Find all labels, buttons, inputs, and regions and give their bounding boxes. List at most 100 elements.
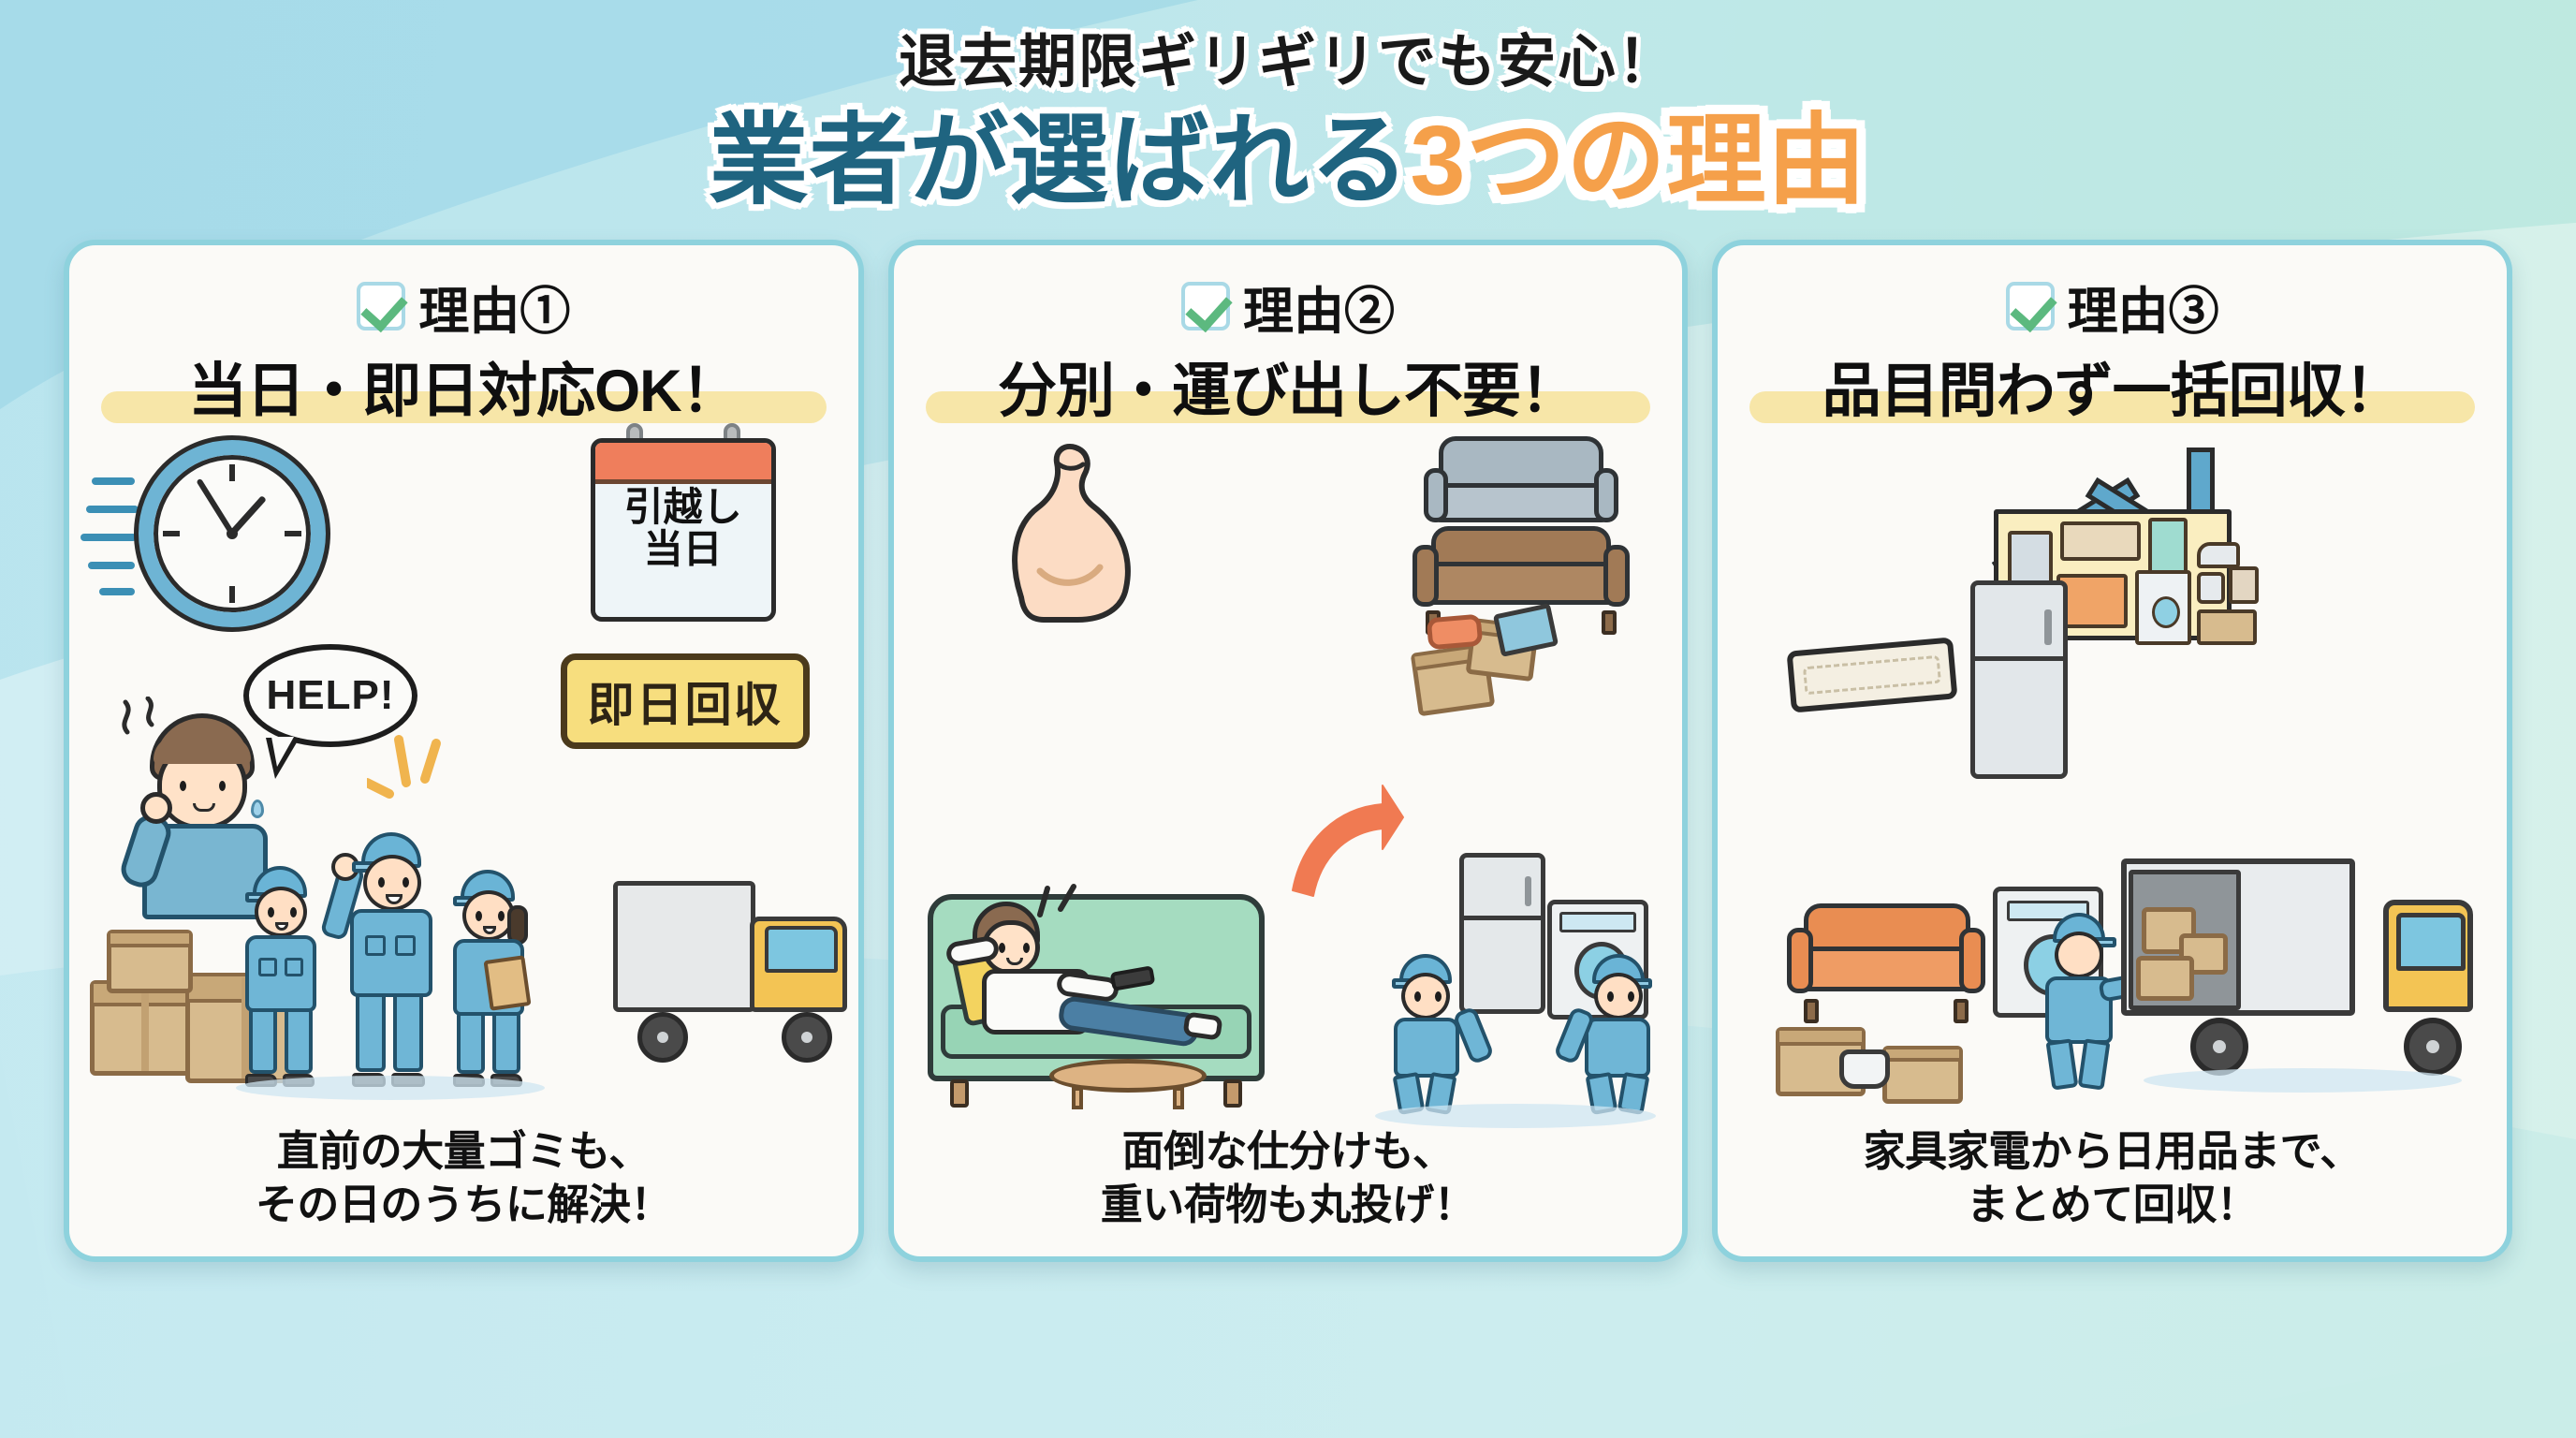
clock-icon [139, 440, 326, 628]
clock-tick-3 [285, 531, 301, 537]
cardboard-box-3 [107, 929, 193, 993]
speed-line-3 [80, 534, 137, 542]
worker-eye-right [1628, 990, 1635, 1002]
worker-pocket-left [258, 957, 277, 976]
house-washer-icon [2134, 570, 2191, 646]
card-caption-3: 家具家電から日用品まで、 まとめて回収！ [1734, 1124, 2490, 1241]
worker-torso [245, 934, 316, 1012]
caption-line-2: まとめて回収！ [1966, 1181, 2259, 1229]
clock-tick-6 [229, 586, 235, 604]
caption-line-1: 面倒な仕分けも、 [1121, 1126, 1455, 1175]
truck-wheel-rear [637, 1011, 688, 1063]
ground-shadow [236, 1075, 545, 1100]
table-leg-left [1071, 1086, 1083, 1109]
sofa-upper-back [1439, 436, 1604, 490]
worker-eye-left [378, 876, 385, 888]
cardboard-box-pile-icon [1411, 603, 1559, 730]
box-tape [140, 984, 150, 1071]
kettle-icon [1839, 1049, 1891, 1089]
worker-leg-left [457, 1011, 485, 1074]
worker-mouth [483, 925, 496, 934]
worker-leg-right [393, 992, 423, 1072]
mattress-quilting [1803, 655, 1942, 696]
orange-sofa-arm-left [1787, 927, 1814, 993]
worker-eye-left [268, 906, 274, 917]
card-art-3 [1734, 433, 2490, 1123]
worker-torso [350, 908, 432, 997]
flexed-bicep-icon [1011, 444, 1131, 624]
orange-sofa-leg-right [1954, 998, 1969, 1023]
sofa-leg-right [1602, 610, 1617, 636]
page-title-accent: 3つの理由 [1407, 103, 1869, 220]
truck-load-box-3 [2136, 955, 2195, 1001]
same-day-badge: 即日回収 [560, 653, 810, 750]
worker-b [319, 831, 438, 1087]
worker-leg-left [2045, 1037, 2079, 1091]
checkbox-checked-icon [2005, 282, 2055, 331]
worker-head [1401, 972, 1451, 1020]
sofa-upper-seat [1433, 483, 1610, 523]
worker-head [1594, 972, 1644, 1020]
checkbox-checked-icon [357, 282, 406, 331]
reason-card-1[interactable]: 理由① 当日・即日対応OK！ [64, 239, 864, 1262]
reason-card-3[interactable]: 理由③ 品目問わず一括回収！ [1712, 239, 2513, 1262]
sofa-lower-arm-left [1412, 545, 1440, 608]
title-highlight-2 [925, 391, 1651, 424]
person-mouth [193, 803, 215, 813]
caption-line-1: 家具家電から日用品まで、 [1863, 1126, 2363, 1175]
clipboard-icon [483, 954, 532, 1011]
refrigerator-icon [1459, 852, 1546, 1014]
box-tape [242, 976, 251, 1078]
truck-wheel-rear [2190, 1017, 2249, 1076]
fridge-divider [1459, 915, 1546, 920]
pile-blanket-icon [1426, 614, 1484, 651]
speed-line-5 [99, 588, 135, 596]
worker-crew-icon [236, 806, 545, 1087]
cardboard-box-1 [90, 979, 200, 1076]
calendar-header-band [594, 443, 771, 485]
house-iron-icon [2196, 542, 2240, 569]
worker-eye-right [290, 906, 297, 917]
house-bag-icon [2228, 566, 2259, 605]
worker-eye-right [1435, 990, 1442, 1002]
fridge-handle [2044, 609, 2053, 646]
person-hair-fringe [154, 736, 251, 765]
card-title-3: 品目問わず一括回収！ [1822, 358, 2404, 424]
worker-eye-right [402, 876, 409, 888]
page-title-main: 業者が選ばれる [709, 106, 1411, 217]
caption-line-2: 重い荷物も丸投げ！ [1100, 1181, 1476, 1229]
same-day-badge-text: 即日回収 [587, 679, 783, 732]
box-truck-icon [2121, 842, 2486, 1076]
relax-mark-icon [1036, 883, 1076, 917]
card-title-wrap-1: 当日・即日対応OK！ [86, 357, 842, 428]
worker-pocket-left [365, 934, 386, 956]
ground-shadow [2144, 1067, 2463, 1093]
calendar-line-2: 当日 [643, 526, 723, 571]
worker-carrying-washer-icon [1553, 953, 1665, 1119]
truck-wheel-front [2404, 1017, 2463, 1076]
calendar-line-1: 引越し [623, 485, 742, 530]
house-kettle-icon [2196, 572, 2225, 605]
worker-eye-left [1607, 990, 1615, 1002]
clock-tick-12 [229, 464, 235, 482]
reason-label-row-2: 理由② [911, 270, 1666, 344]
sofa-lower-arm-right [1603, 545, 1631, 608]
header-block: 退去期限ギリギリでも安心！ 業者が選ばれる3つの理由 [0, 0, 2576, 220]
reason-number-label-1: 理由① [418, 283, 571, 340]
card-art-1: 引越し 当日 HELP! 即日回収 [80, 423, 847, 1123]
orange-sofa-arm-right [1959, 927, 1986, 993]
card-title-wrap-3: 品目問わず一括回収！ [1734, 357, 2490, 428]
sofa-lower-seat [1424, 562, 1619, 606]
pile-monitor-icon [1493, 603, 1559, 658]
person-sock [1182, 1011, 1223, 1041]
stress-marks-icon [122, 697, 154, 735]
truck-icon [612, 880, 847, 1064]
title-highlight-1 [101, 391, 827, 424]
card-title-1: 当日・即日対応OK！ [188, 358, 739, 424]
calendar-body [590, 438, 776, 623]
caption-line-2: その日のうちに解決！ [255, 1181, 673, 1229]
reason-card-2[interactable]: 理由② 分別・運び出し不要！ [887, 239, 1689, 1262]
worker-leg-right [2077, 1037, 2111, 1091]
page-title: 業者が選ばれる3つの理由 [0, 103, 2576, 220]
clock-center [227, 528, 238, 540]
